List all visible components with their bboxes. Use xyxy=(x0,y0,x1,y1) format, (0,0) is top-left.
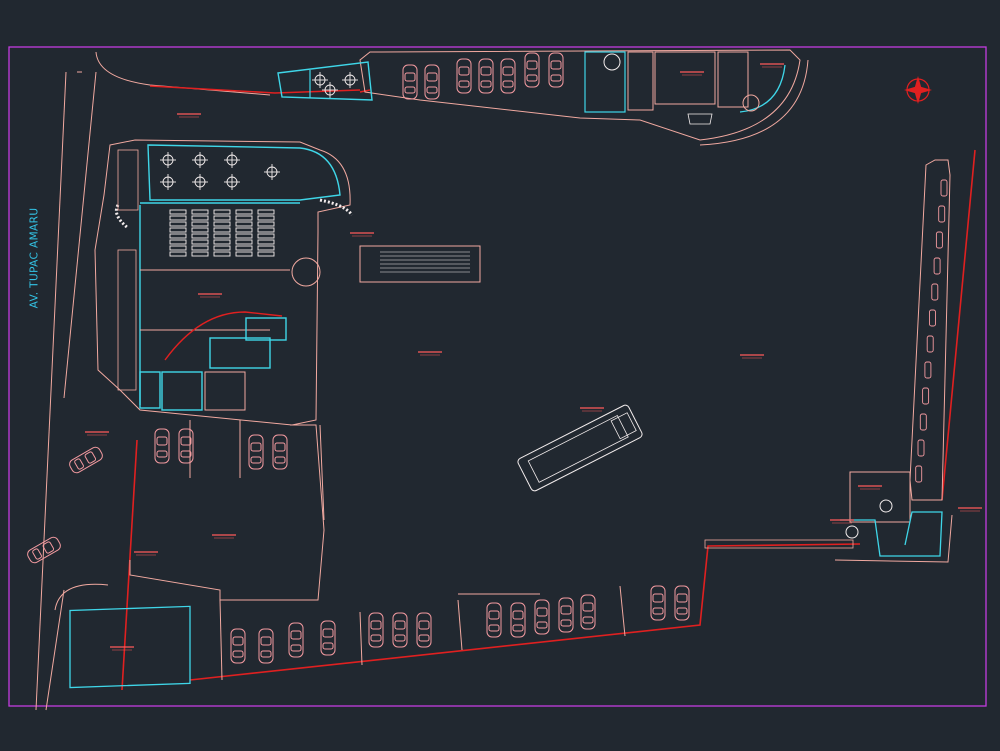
seat-row xyxy=(191,245,209,251)
seat-row xyxy=(169,233,187,239)
car-icon xyxy=(674,585,690,621)
seat-row xyxy=(191,233,209,239)
car-icon xyxy=(402,64,418,100)
seat-row xyxy=(213,245,231,251)
seat-row xyxy=(235,251,253,257)
car-icon xyxy=(917,439,925,457)
car-icon xyxy=(178,428,194,464)
auditorium-seating xyxy=(169,209,275,257)
car-icon xyxy=(368,612,384,648)
seat-row xyxy=(213,209,231,215)
seat-row xyxy=(191,227,209,233)
car-icon xyxy=(288,622,304,658)
seat-row xyxy=(169,245,187,251)
car-icon xyxy=(558,597,574,633)
seat-row xyxy=(235,215,253,221)
seat-row xyxy=(213,215,231,221)
car-icon xyxy=(478,58,494,94)
north-building xyxy=(277,49,809,146)
seat-row xyxy=(191,221,209,227)
seat-row xyxy=(191,251,209,257)
car-icon xyxy=(154,428,170,464)
car-icon xyxy=(915,465,923,483)
car-icon xyxy=(935,231,943,249)
car-icon xyxy=(922,387,930,405)
car-icon xyxy=(416,612,432,648)
seat-row xyxy=(213,227,231,233)
car-icon xyxy=(248,434,264,470)
seat-row xyxy=(235,233,253,239)
car-icon xyxy=(69,446,103,474)
car-icon xyxy=(924,361,932,379)
seat-row xyxy=(257,245,275,251)
property-boundary xyxy=(121,85,976,691)
seat-row xyxy=(235,245,253,251)
car-icon xyxy=(27,536,61,564)
car-icon xyxy=(272,434,288,470)
car-icon xyxy=(424,64,440,100)
central-plaza xyxy=(129,245,643,601)
seat-row xyxy=(169,221,187,227)
seat-row xyxy=(213,233,231,239)
seat-row xyxy=(169,209,187,215)
seat-row xyxy=(257,251,275,257)
north-arrow-icon xyxy=(904,76,932,104)
car-icon xyxy=(933,257,941,275)
seat-row xyxy=(257,227,275,233)
cafe-tables xyxy=(160,72,358,190)
seat-row xyxy=(257,209,275,215)
seat-row xyxy=(257,215,275,221)
car-icon xyxy=(938,205,946,223)
avenue-tupac-amaru xyxy=(35,51,271,711)
car-icon xyxy=(534,599,550,635)
seat-row xyxy=(169,227,187,233)
car-icon xyxy=(320,620,336,656)
car-icon xyxy=(486,602,502,638)
car-icon xyxy=(931,283,939,301)
seat-row xyxy=(169,215,187,221)
seat-row xyxy=(213,239,231,245)
car-icon xyxy=(524,52,540,88)
car-icon xyxy=(456,58,472,94)
green-area xyxy=(69,605,191,689)
car-icon xyxy=(919,413,927,431)
car-icon xyxy=(500,58,516,94)
seat-row xyxy=(191,209,209,215)
drawing-frame xyxy=(8,46,987,707)
car-icon xyxy=(392,612,408,648)
main-building xyxy=(94,139,354,426)
east-strip xyxy=(909,159,951,501)
car-icon xyxy=(548,52,564,88)
seat-row xyxy=(235,239,253,245)
seat-row xyxy=(191,215,209,221)
car-icon xyxy=(940,179,948,197)
seat-row xyxy=(169,239,187,245)
car-icon xyxy=(510,602,526,638)
car-icon xyxy=(258,628,274,664)
parking-south-lines xyxy=(189,420,854,681)
southeast-booth xyxy=(834,471,953,563)
car-icon xyxy=(230,628,246,664)
seat-row xyxy=(235,221,253,227)
parked-cars xyxy=(27,52,948,664)
seat-row xyxy=(213,251,231,257)
seat-row xyxy=(235,209,253,215)
annotation-marks xyxy=(85,63,982,651)
seat-row xyxy=(169,251,187,257)
seat-row xyxy=(213,221,231,227)
seat-row xyxy=(191,239,209,245)
seat-row xyxy=(257,239,275,245)
car-icon xyxy=(650,585,666,621)
car-icon xyxy=(929,309,936,327)
stage-platform xyxy=(517,404,643,492)
car-icon xyxy=(580,594,596,630)
seat-row xyxy=(235,227,253,233)
seat-row xyxy=(257,221,275,227)
seat-row xyxy=(257,233,275,239)
car-icon xyxy=(926,335,934,353)
